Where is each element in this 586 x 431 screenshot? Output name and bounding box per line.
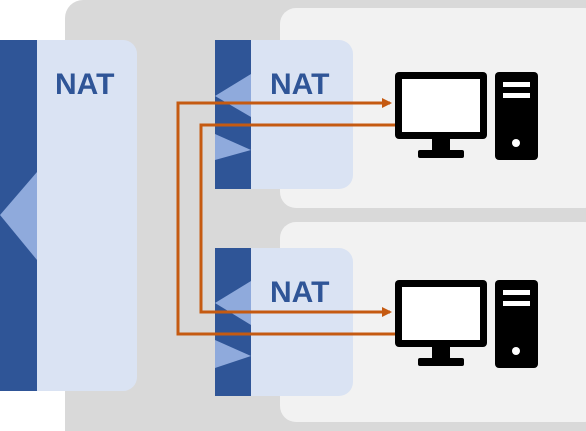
tower-slot-2 [503, 301, 530, 306]
connection-line-to-bottom-host [176, 98, 395, 336]
desktop-computer-icon [395, 280, 538, 368]
connection-paths [176, 98, 395, 336]
desktop-computer-icon [395, 72, 538, 160]
inner-nat-top-label: NAT [270, 68, 329, 101]
tower-slot-1 [503, 290, 530, 295]
tower-power-light [512, 139, 520, 147]
inner-nat-bottom-label: NAT [270, 276, 329, 309]
outer-nat-label: NAT [55, 68, 114, 101]
inner-nat-bottom-bar [215, 248, 251, 396]
inner-nat-bottom-triangle-icon-2 [215, 340, 251, 368]
tower-slot-1 [503, 82, 530, 87]
outer-nat: NAT [0, 40, 137, 391]
monitor-base [418, 358, 464, 366]
monitor-base [418, 150, 464, 158]
inner-nat-top-triangle-icon-2 [215, 134, 251, 160]
inner-nat-bottom: NAT [215, 248, 353, 396]
monitor-stand [432, 347, 450, 359]
inner-nat-top-bar [215, 40, 251, 189]
tower-power-light [512, 347, 520, 355]
inner-nat-bottom-triangle-icon [215, 281, 251, 325]
monitor-screen [402, 79, 480, 132]
tower-slot-2 [503, 93, 530, 98]
host-computer-top [395, 72, 538, 160]
outer-nat-triangle-icon [0, 172, 37, 260]
monitor-screen [402, 287, 480, 340]
monitor-stand [432, 139, 450, 151]
connection-line-to-top-host [199, 123, 395, 317]
inner-nat-top: NAT [215, 40, 353, 189]
inner-nat-top-triangle-icon [215, 74, 251, 117]
host-computer-bottom [395, 280, 538, 368]
